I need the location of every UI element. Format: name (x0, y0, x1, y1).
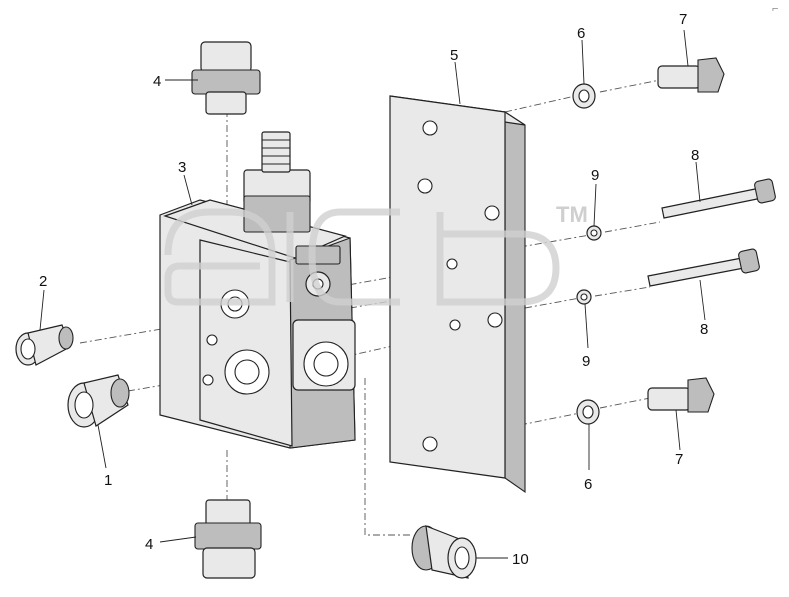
callout-7-top: 7 (679, 11, 687, 28)
washer-6-top (572, 83, 596, 109)
valve-body (159, 131, 356, 449)
callout-2: 2 (39, 273, 47, 290)
callout-7-bottom: 7 (675, 451, 683, 468)
callout-9-top: 9 (591, 167, 599, 184)
callout-6-bottom: 6 (584, 476, 592, 493)
fitting-10 (411, 525, 477, 579)
washer-9-top (586, 225, 602, 241)
watermark-logo: TM (164, 202, 588, 306)
callout-5: 5 (450, 47, 458, 64)
callout-8-top: 8 (691, 147, 699, 164)
screw-8-bottom (647, 248, 760, 287)
washer-6-bottom (576, 399, 600, 425)
bolt-7-top (657, 57, 725, 93)
callout-labels: 1 2 3 4 4 5 6 6 7 7 8 8 9 9 10 ⌐ (39, 3, 778, 568)
callout-4-top: 4 (153, 73, 161, 90)
watermark-tm: TM (556, 202, 588, 227)
corner-mark: ⌐ (772, 3, 778, 15)
callout-9-bottom: 9 (582, 353, 590, 370)
callout-10: 10 (512, 551, 529, 568)
washer-9-bottom (576, 289, 592, 305)
callout-3: 3 (178, 159, 186, 176)
callout-1: 1 (104, 472, 112, 489)
fitting-top (191, 41, 261, 115)
screw-8-top (661, 178, 776, 219)
callout-leaders (39, 29, 706, 559)
fitting-2 (15, 324, 74, 366)
fitting-1 (67, 374, 130, 428)
callout-6-top: 6 (577, 25, 585, 42)
bolt-7-bottom (647, 377, 715, 413)
mounting-plate (389, 95, 526, 494)
callout-4-bottom: 4 (145, 536, 153, 553)
fitting-bottom (194, 499, 262, 579)
callout-8-bottom: 8 (700, 321, 708, 338)
